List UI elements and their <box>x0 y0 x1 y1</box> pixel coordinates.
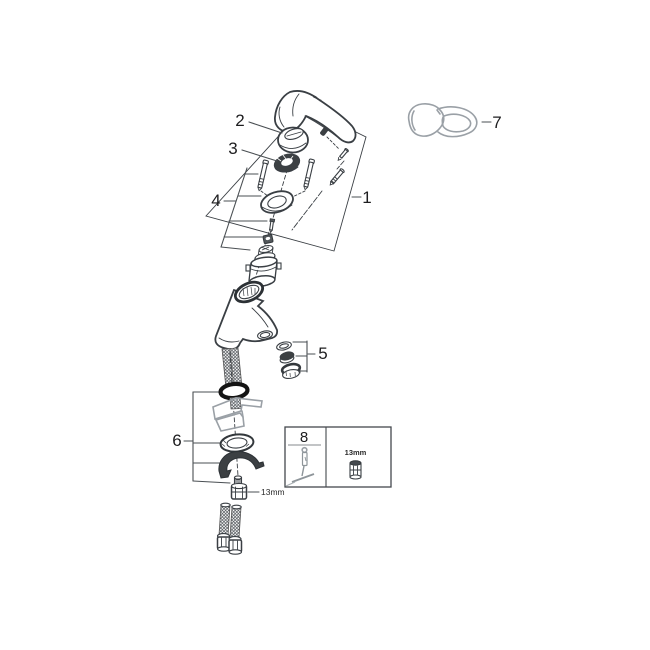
cartridge-nut-icon <box>262 233 274 245</box>
aerator-bracket <box>292 340 316 373</box>
callout-4: 4 <box>211 191 220 210</box>
dome-cap <box>277 126 309 154</box>
callout-6: 6 <box>172 431 181 450</box>
mounting-washer <box>219 433 255 453</box>
cartridge-ring-nut <box>273 153 301 173</box>
callout3-leader <box>241 149 278 162</box>
socket-nut-icon <box>349 460 362 480</box>
socket-tool-icon <box>285 446 315 487</box>
callout-3: 3 <box>228 139 237 158</box>
callout-2: 2 <box>235 111 244 130</box>
mounting-screw-left <box>257 159 269 192</box>
mounting-screw-right <box>303 158 315 191</box>
right-screw-axis <box>285 190 306 201</box>
cartridge-screw-icon <box>269 218 276 234</box>
tool-size-label: 13mm <box>345 448 367 457</box>
callout-8: 8 <box>300 429 308 446</box>
hose-fitting-right <box>228 536 243 555</box>
handle-fixing-screw-icon <box>329 168 345 186</box>
o-ring <box>218 381 250 401</box>
handle-top-mark <box>312 95 318 99</box>
aerator-assembly <box>276 341 302 380</box>
tool-box: 13mm <box>284 426 392 488</box>
cartridge-group-bracket <box>220 167 268 251</box>
mounting-group-bracket <box>183 391 231 484</box>
callout-7: 7 <box>492 113 501 132</box>
faucet-body <box>214 280 279 351</box>
callout2-leader <box>248 121 283 134</box>
supply-hoses-bottom <box>216 502 243 555</box>
nut-size-label: 13mm <box>261 487 285 497</box>
mounting-clamp <box>218 451 265 479</box>
escutcheon-flange <box>260 190 294 214</box>
callout-1: 1 <box>362 188 371 207</box>
lever-handle <box>274 90 357 144</box>
alt-loop-handle <box>407 103 478 138</box>
handle-screw-icon <box>337 148 349 161</box>
hose-fitting-left <box>216 533 231 552</box>
mounting-deck-ghost <box>212 397 263 432</box>
handle-top-dot <box>319 99 322 102</box>
cartridge <box>245 244 282 288</box>
mounting-nut <box>230 475 248 500</box>
callout-5: 5 <box>318 344 327 363</box>
